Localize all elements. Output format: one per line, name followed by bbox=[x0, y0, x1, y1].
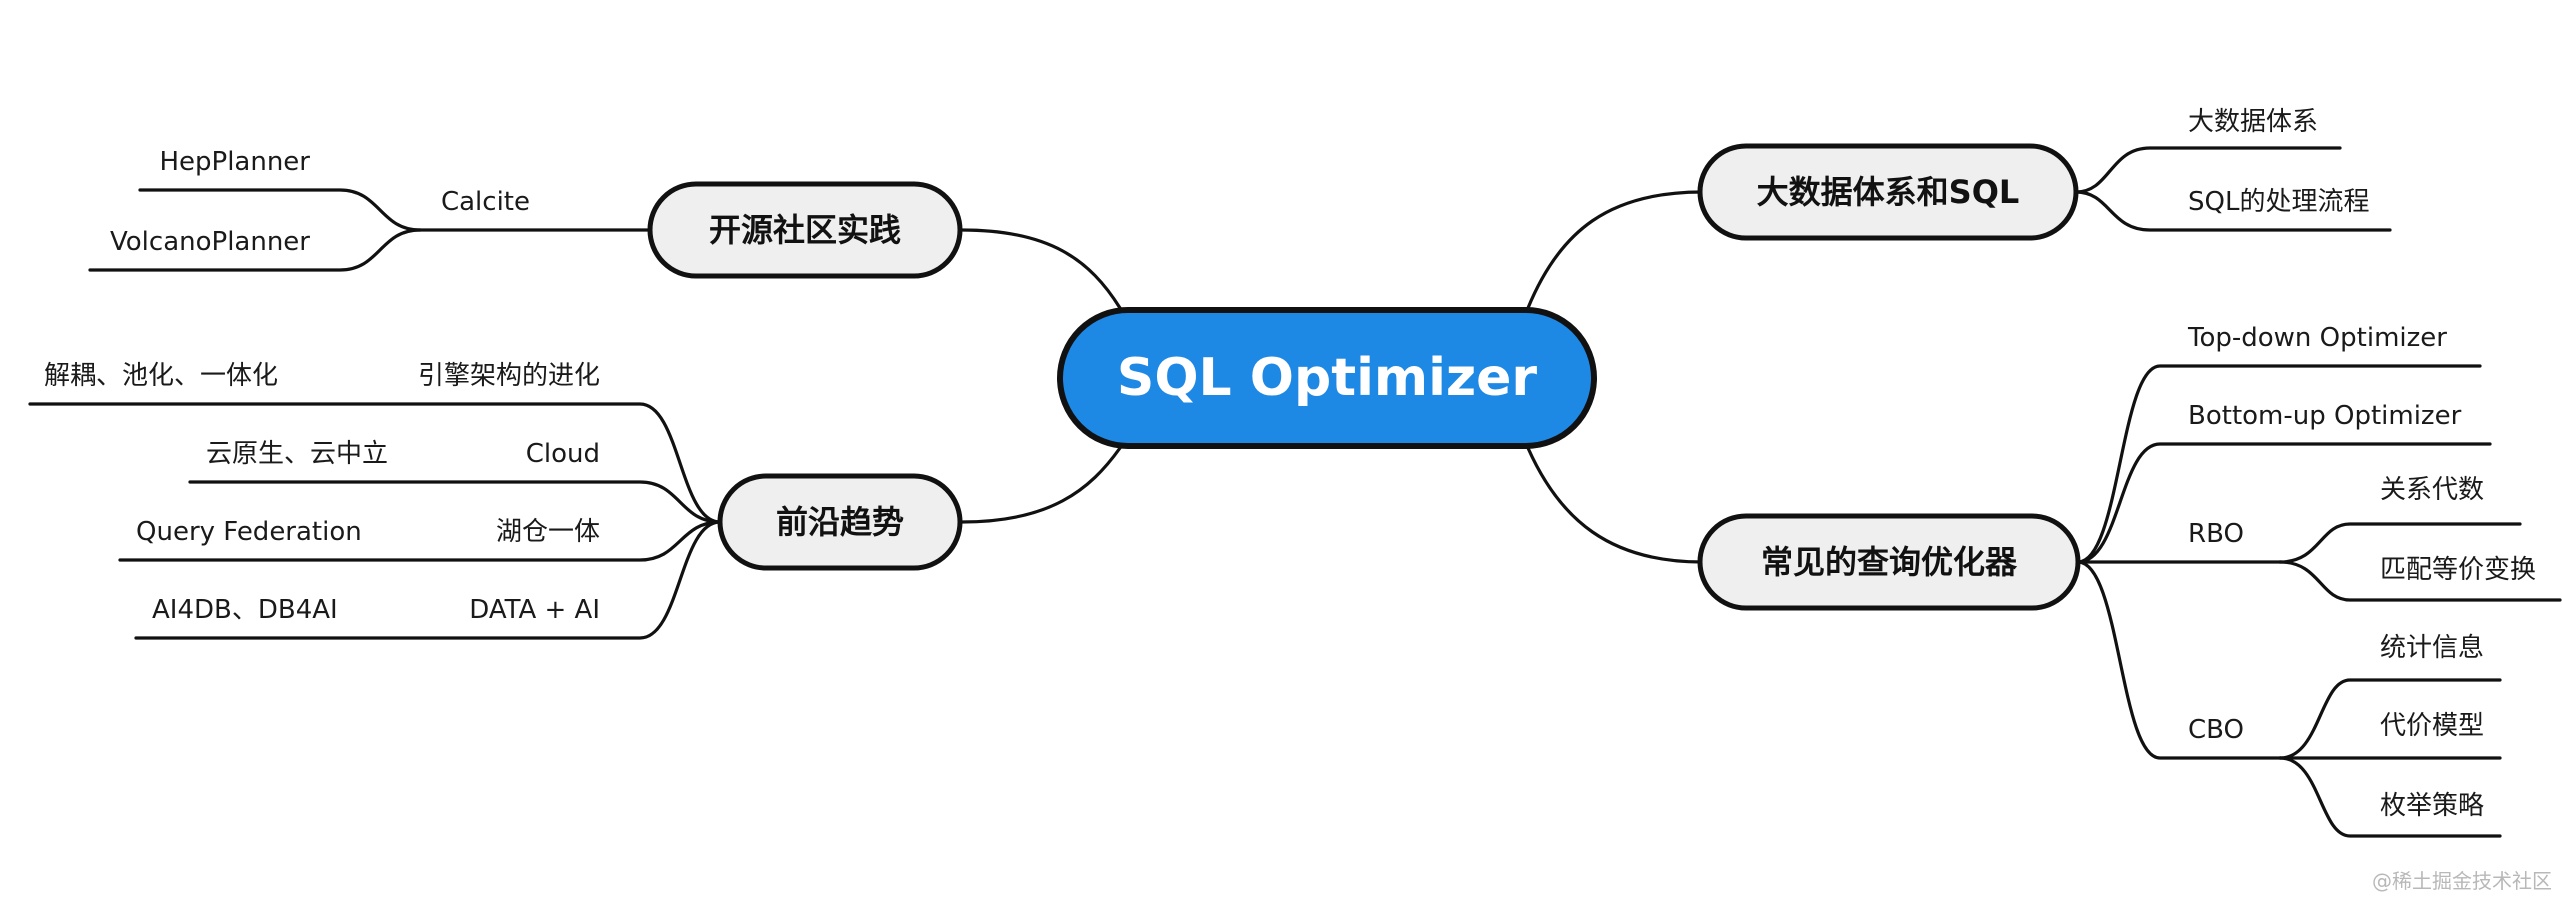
connector-frontier-3 bbox=[118, 520, 722, 562]
connector-frontier-4 bbox=[134, 520, 722, 640]
connector-bigdata-2 bbox=[2074, 190, 2392, 232]
root-node-label: SQL Optimizer bbox=[1117, 348, 1538, 408]
branch-optimizers-label: 常见的查询优化器 bbox=[1761, 543, 2018, 581]
leaf-cbo[interactable]: CBO bbox=[2188, 715, 2244, 745]
leaf-enumeration[interactable]: 枚举策略 bbox=[2380, 791, 2484, 821]
leaf-cloud[interactable]: Cloud bbox=[526, 439, 600, 469]
leaf-statistics[interactable]: 统计信息 bbox=[2380, 633, 2484, 663]
leaf-engine-evolution-detail[interactable]: 解耦、池化、一体化 bbox=[44, 361, 278, 391]
root-node-bubble bbox=[1057, 307, 1597, 449]
leaf-data-ai-detail[interactable]: AI4DB、DB4AI bbox=[152, 595, 338, 625]
connector-cbo-1 bbox=[2278, 678, 2502, 760]
root-node[interactable]: SQL Optimizer bbox=[1057, 307, 1597, 449]
connector-root-bigdata bbox=[1526, 190, 1704, 310]
connector-frontier-2 bbox=[188, 480, 722, 524]
connector-calcite-hep bbox=[138, 188, 422, 232]
leaf-big-data-system[interactable]: 大数据体系 bbox=[2188, 107, 2318, 137]
connector-opt-topdown bbox=[2076, 364, 2482, 564]
connector-root-opensource bbox=[960, 228, 1122, 310]
branch-big-data-bubble bbox=[1697, 143, 2079, 241]
connectors bbox=[28, 146, 2562, 838]
leaf-engine-evolution[interactable]: 引擎架构的进化 bbox=[418, 361, 600, 391]
leaf-volcano-planner[interactable]: VolcanoPlanner bbox=[110, 227, 310, 257]
leaf-cost-model[interactable]: 代价模型 bbox=[2380, 711, 2484, 741]
branch-optimizers-bubble bbox=[1697, 513, 2081, 611]
branch-frontier-label: 前沿趋势 bbox=[776, 503, 904, 541]
connector-root-optimizers bbox=[1526, 446, 1704, 564]
connector-bigdata-1 bbox=[2074, 146, 2342, 194]
leaf-rbo[interactable]: RBO bbox=[2188, 519, 2244, 549]
leaf-sql-processing[interactable]: SQL的处理流程 bbox=[2188, 187, 2369, 217]
leaf-data-ai[interactable]: DATA + AI bbox=[469, 595, 600, 625]
leaf-lakehouse[interactable]: 湖仓一体 bbox=[496, 517, 600, 547]
branch-frontier-bubble bbox=[717, 473, 963, 571]
connector-rbo-2 bbox=[2278, 560, 2562, 602]
connector-root-frontier bbox=[960, 446, 1122, 524]
leaf-hep-planner[interactable]: HepPlanner bbox=[159, 147, 310, 177]
branch-open-source[interactable]: 开源社区实践 bbox=[647, 181, 963, 279]
leaf-cloud-detail[interactable]: 云原生、云中立 bbox=[206, 439, 388, 469]
connector-opt-bottomup bbox=[2076, 442, 2492, 564]
leaf-equivalence-transform[interactable]: 匹配等价变换 bbox=[2380, 555, 2536, 585]
connector-rbo-1 bbox=[2278, 522, 2522, 564]
branch-open-source-bubble bbox=[647, 181, 963, 279]
leaf-lakehouse-detail[interactable]: Query Federation bbox=[136, 517, 362, 547]
watermark: @稀土掘金技术社区 bbox=[2372, 869, 2552, 893]
leaf-calcite[interactable]: Calcite bbox=[441, 187, 530, 217]
leaf-relational-algebra[interactable]: 关系代数 bbox=[2380, 475, 2484, 505]
branch-big-data-label: 大数据体系和SQL bbox=[1757, 173, 2020, 211]
connector-opt-cbo bbox=[2076, 560, 2282, 760]
branch-big-data[interactable]: 大数据体系和SQL bbox=[1697, 143, 2079, 241]
connector-calcite-volcano bbox=[88, 228, 422, 272]
connector-cbo-3 bbox=[2278, 756, 2502, 838]
leaf-top-down[interactable]: Top-down Optimizer bbox=[2187, 323, 2447, 353]
branch-optimizers[interactable]: 常见的查询优化器 bbox=[1697, 513, 2081, 611]
leaf-bottom-up[interactable]: Bottom-up Optimizer bbox=[2188, 401, 2462, 431]
connector-frontier-1 bbox=[28, 402, 722, 524]
branch-frontier[interactable]: 前沿趋势 bbox=[717, 473, 963, 571]
branch-open-source-label: 开源社区实践 bbox=[709, 211, 901, 249]
